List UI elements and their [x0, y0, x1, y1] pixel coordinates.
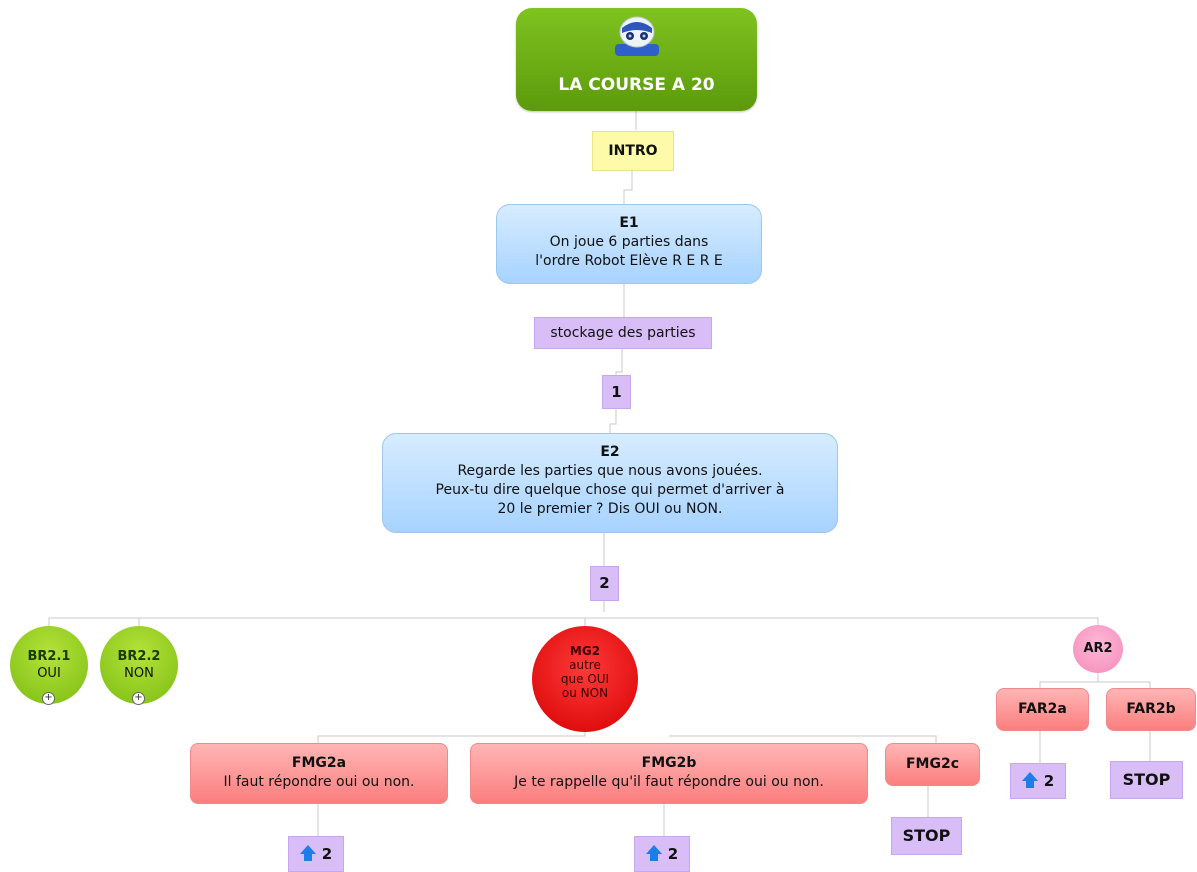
mg2-title: MG2 — [569, 644, 601, 658]
far2b-stop-label: STOP — [1122, 770, 1171, 789]
fmg2b-text: Je te rappelle qu'il faut répondre oui o… — [514, 774, 824, 790]
fmg2b-node[interactable]: FMG2b Je te rappelle qu'il faut répondre… — [470, 743, 868, 804]
stockage-label: stockage des parties — [550, 325, 696, 341]
fmg2a-text: Il faut répondre oui ou non. — [223, 774, 415, 790]
far2a-goto-node[interactable]: 2 — [1010, 763, 1066, 799]
fmg2a-node[interactable]: FMG2a Il faut répondre oui ou non. — [190, 743, 448, 804]
root-title: LA COURSE A 20 — [558, 75, 715, 95]
far2b-title: FAR2b — [1126, 701, 1176, 717]
br2-1-node[interactable]: BR2.1 OUI + — [10, 626, 88, 705]
step-1-node[interactable]: 1 — [602, 375, 631, 409]
mg2-text-line1: autre — [569, 658, 601, 672]
br2-2-node[interactable]: BR2.2 NON + — [100, 626, 178, 705]
mg2-text-line2: que OUI — [560, 672, 610, 686]
up-arrow-icon — [1021, 772, 1038, 788]
e1-title: E1 — [619, 215, 639, 231]
fmg2c-node[interactable]: FMG2c — [885, 743, 980, 786]
mg2-text-line3: ou NON — [561, 686, 609, 700]
far2b-node[interactable]: FAR2b — [1106, 688, 1196, 731]
fmg2b-goto-node[interactable]: 2 — [634, 836, 690, 872]
ar2-node[interactable]: AR2 — [1073, 625, 1123, 673]
e2-text-line2: Peux-tu dire quelque chose qui permet d'… — [435, 482, 785, 498]
br2-2-sub: NON — [124, 666, 154, 681]
step-2-node[interactable]: 2 — [590, 566, 619, 601]
intro-label: INTRO — [608, 143, 658, 159]
e1-text-line1: On joue 6 parties dans — [549, 234, 709, 250]
br2-1-expand-icon[interactable]: + — [42, 692, 55, 705]
e1-node[interactable]: E1 On joue 6 parties dans l'ordre Robot … — [496, 204, 762, 284]
far2b-stop-node[interactable]: STOP — [1110, 761, 1183, 799]
br2-1-sub: OUI — [37, 666, 61, 681]
far2a-node[interactable]: FAR2a — [996, 688, 1089, 731]
e1-text-line2: l'ordre Robot Elève R E R E — [535, 253, 723, 269]
ar2-title: AR2 — [1083, 641, 1113, 656]
e2-node[interactable]: E2 Regarde les parties que nous avons jo… — [382, 433, 838, 533]
up-arrow-icon — [299, 845, 316, 861]
root-node[interactable]: LA COURSE A 20 — [516, 8, 757, 111]
step-1-label: 1 — [611, 383, 622, 401]
far2a-goto-label: 2 — [1043, 772, 1055, 790]
fmg2b-title: FMG2b — [641, 755, 697, 771]
fmg2c-stop-label: STOP — [902, 826, 951, 845]
robot-icon — [615, 16, 659, 56]
fmg2c-title: FMG2c — [905, 756, 960, 772]
fmg2a-goto-node[interactable]: 2 — [288, 836, 344, 872]
fmg2b-goto-label: 2 — [667, 845, 679, 863]
stockage-node[interactable]: stockage des parties — [534, 317, 712, 349]
fmg2a-goto-label: 2 — [321, 845, 333, 863]
up-arrow-icon — [645, 845, 662, 861]
br2-2-expand-icon[interactable]: + — [132, 692, 145, 705]
br2-1-title: BR2.1 — [27, 649, 71, 664]
br2-2-title: BR2.2 — [117, 649, 161, 664]
e2-text-line3: 20 le premier ? Dis OUI ou NON. — [497, 501, 723, 517]
far2a-title: FAR2a — [1018, 701, 1067, 717]
e2-title: E2 — [600, 444, 620, 460]
fmg2c-stop-node[interactable]: STOP — [891, 817, 962, 855]
e2-text-line1: Regarde les parties que nous avons jouée… — [457, 463, 763, 479]
step-2-label: 2 — [599, 574, 610, 592]
fmg2a-title: FMG2a — [291, 755, 347, 771]
intro-node[interactable]: INTRO — [592, 131, 674, 171]
mg2-node[interactable]: MG2 autre que OUI ou NON — [532, 626, 638, 732]
